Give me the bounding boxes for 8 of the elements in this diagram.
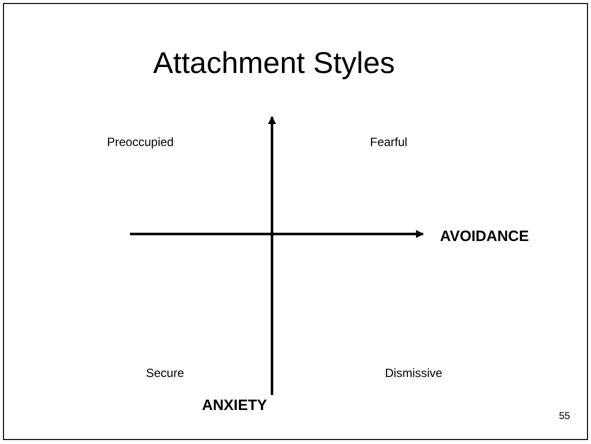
axis-label: AVOIDANCE [440, 228, 529, 247]
axis-label: ANXIETY [202, 397, 268, 416]
title: Attachment Styles [152, 46, 396, 82]
axis-label: Preoccupied [107, 135, 174, 150]
axis-label: 55 [559, 411, 570, 424]
axis-label: Fearful [370, 135, 408, 150]
axis-label: Dismissive [385, 366, 442, 381]
axis-label: Secure [146, 366, 184, 381]
